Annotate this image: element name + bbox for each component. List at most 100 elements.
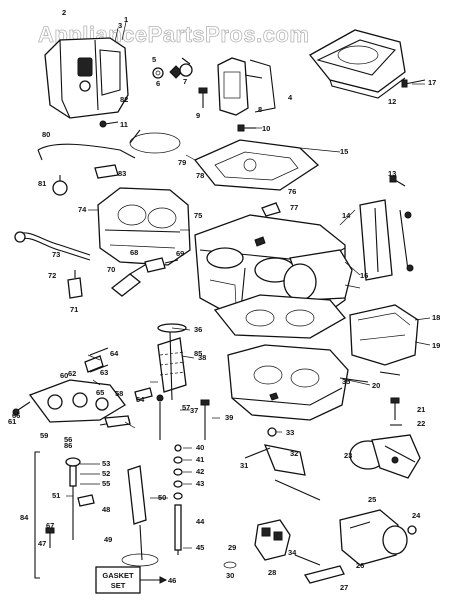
lever-83 — [94, 164, 119, 179]
throttle-linkage — [244, 427, 321, 566]
callout-30: 30 — [226, 571, 234, 580]
callout-6: 6 — [156, 79, 160, 88]
choke-small-parts — [152, 57, 193, 79]
callout-28: 28 — [268, 568, 276, 577]
callout-57: 57 — [182, 403, 190, 412]
float-bowl-upper — [97, 187, 191, 266]
throttle-body — [227, 344, 349, 421]
callout-3: 3 — [118, 21, 122, 30]
callout-8: 8 — [258, 105, 262, 114]
callout-84: 84 — [20, 513, 29, 522]
callout-4: 4 — [288, 93, 293, 102]
callout-24: 24 — [412, 511, 421, 520]
callout-79: 79 — [178, 158, 186, 167]
throttle-body-gasket — [213, 294, 346, 339]
callout-12: 12 — [388, 97, 396, 106]
callout-77: 77 — [290, 203, 298, 212]
callout-7: 7 — [183, 77, 187, 86]
callout-71: 71 — [70, 305, 78, 314]
vacuum-break-23 — [349, 434, 421, 479]
callout-80: 80 — [42, 130, 50, 139]
idle-solenoid-28 — [254, 519, 291, 561]
callout-61: 61 — [8, 417, 16, 426]
callout-75: 75 — [194, 211, 202, 220]
callout-26: 26 — [356, 561, 364, 570]
callout-1: 1 — [124, 15, 128, 24]
callout-35: 35 — [342, 377, 350, 386]
callout-72: 72 — [48, 271, 56, 280]
side-bracket-14 — [359, 175, 414, 281]
callout-14: 14 — [342, 211, 351, 220]
callout-33: 33 — [286, 428, 294, 437]
callout-34: 34 — [288, 548, 297, 557]
main-carburetor-body — [194, 214, 353, 321]
callout-52: 52 — [102, 469, 110, 478]
callout-10: 10 — [262, 124, 270, 133]
callout-69: 69 — [176, 249, 184, 258]
callout-48: 48 — [102, 505, 110, 514]
callout-60: 60 — [60, 371, 68, 380]
gasket-set-label-2: SET — [111, 581, 126, 590]
air-horn-housing — [44, 37, 129, 119]
needle-seat-69 — [144, 257, 179, 273]
callout-11: 11 — [120, 120, 128, 129]
throttle-body-screws — [156, 394, 210, 440]
callout-62: 62 — [68, 369, 76, 378]
callout-36: 36 — [194, 325, 202, 334]
callout-numbers: 1 2 3 4 5 6 7 8 9 10 11 12 13 14 15 16 1… — [8, 8, 440, 592]
callout-68: 68 — [130, 248, 138, 257]
air-horn-gasket-ring — [129, 129, 181, 154]
gasket-set-label-1: GASKET — [102, 571, 134, 580]
air-cleaner-lid — [309, 29, 406, 99]
accelerator-pump-assembly — [157, 323, 187, 401]
callout-20: 20 — [372, 381, 380, 390]
choke-mechanism — [217, 57, 276, 116]
callout-31: 31 — [240, 461, 248, 470]
callout-78: 78 — [196, 171, 204, 180]
callout-44: 44 — [196, 517, 205, 526]
callout-58: 58 — [115, 389, 123, 398]
callout-54: 54 — [136, 395, 145, 404]
group-84-bracket — [34, 451, 40, 579]
callout-65: 65 — [96, 388, 104, 397]
callout-29: 29 — [228, 543, 236, 552]
callout-49: 49 — [104, 535, 112, 544]
callout-13: 13 — [388, 169, 396, 178]
callout-55: 55 — [102, 479, 110, 488]
callout-37: 37 — [190, 406, 198, 415]
float-bowl-right — [349, 304, 419, 376]
callout-25: 25 — [368, 495, 376, 504]
callout-22: 22 — [417, 419, 425, 428]
callout-51: 51 — [52, 491, 60, 500]
callout-32: 32 — [290, 449, 298, 458]
callout-74: 74 — [78, 205, 87, 214]
callout-2: 2 — [62, 8, 66, 17]
fuel-inlet-pipe — [14, 231, 91, 261]
callout-39: 39 — [225, 413, 233, 422]
callout-56: 56 — [64, 435, 72, 444]
callout-47: 47 — [38, 539, 46, 548]
callout-43: 43 — [196, 479, 204, 488]
fuel-filter — [67, 270, 83, 299]
callout-21: 21 — [417, 405, 425, 414]
screw-47 — [45, 527, 55, 548]
callout-70: 70 — [107, 265, 115, 274]
callout-81: 81 — [38, 179, 46, 188]
callout-18: 18 — [432, 313, 440, 322]
callout-86: 86 — [64, 441, 72, 450]
callout-83: 83 — [118, 169, 126, 178]
metering-rod-assembly — [121, 465, 159, 567]
callout-64: 64 — [110, 349, 119, 358]
callout-45: 45 — [196, 543, 204, 552]
washer-stack — [173, 444, 183, 555]
callout-5: 5 — [152, 55, 156, 64]
callout-38: 38 — [198, 353, 206, 362]
air-horn-gasket — [193, 139, 320, 191]
callout-53: 53 — [102, 459, 110, 468]
callout-67: 67 — [46, 521, 54, 530]
callout-59: 59 — [40, 431, 48, 440]
callout-76: 76 — [288, 187, 296, 196]
callout-40: 40 — [196, 443, 204, 452]
gasket-set-box: GASKET SET 46 — [95, 566, 176, 594]
